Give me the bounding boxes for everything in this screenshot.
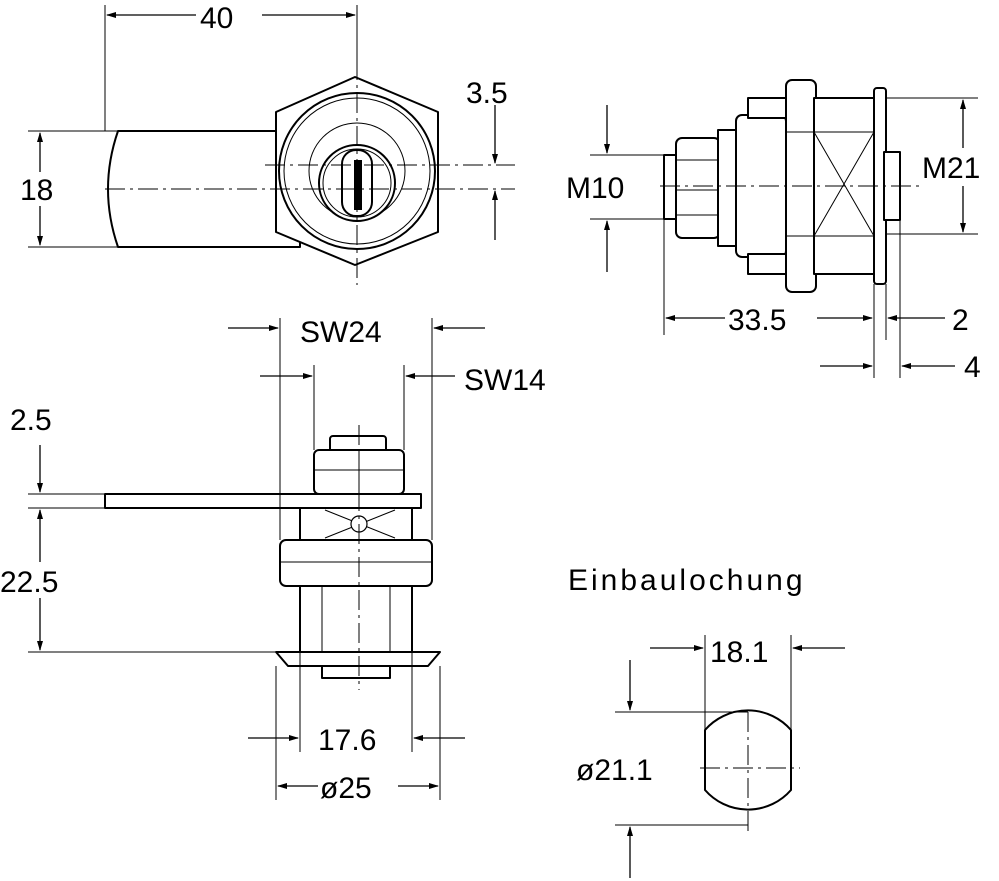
dim-25-label: ø25	[320, 772, 372, 805]
side-view	[590, 79, 999, 378]
cutout-heading: Einbaulochung	[568, 564, 806, 597]
dim-33-5-label: 33.5	[728, 304, 786, 337]
section-view	[0, 318, 485, 804]
dim-4-label: 4	[964, 351, 981, 384]
dim-18-1-label: 18.1	[710, 636, 768, 669]
key-slot-icon	[354, 160, 362, 210]
dim-m10-label: M10	[566, 172, 624, 205]
dim-m21-label: M21	[922, 152, 980, 185]
dim-17-6-label: 17.6	[318, 724, 376, 757]
front-view	[18, 0, 515, 285]
cam-lever-section	[104, 493, 422, 509]
cutout-view	[575, 635, 845, 878]
dim-2-5-label: 2.5	[10, 404, 52, 437]
dim-21-1-label: ø21.1	[576, 754, 653, 787]
dim-3-5-label: 3.5	[466, 77, 508, 110]
dim-22-5-label: 22.5	[0, 566, 58, 599]
dim-sw24-label: SW24	[300, 316, 382, 349]
dim-sw14-label: SW14	[464, 364, 546, 397]
dim-18-label: 18	[20, 174, 53, 207]
dim-40-label: 40	[200, 2, 233, 35]
dim-2-label: 2	[952, 304, 969, 337]
